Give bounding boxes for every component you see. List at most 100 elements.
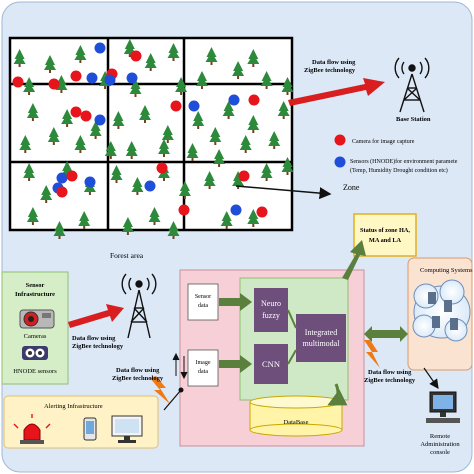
tree-icon [74,45,87,63]
tree-icon [26,207,39,225]
left-flow-label-1: Data flow using [72,335,116,342]
tree-icon [125,141,138,159]
tree-icon [47,127,60,145]
sensor-data-label-2: data [198,303,208,309]
cameras-label: Cameras [24,333,47,340]
zone-status-line-2: MA and LA [369,237,402,244]
tree-icon [167,221,180,239]
base-station-label: Base Station [396,116,431,123]
processing-to-alert-link [163,389,182,411]
camera-dot [12,76,24,88]
camera-icon [19,309,55,329]
tree-icon [232,61,245,79]
sensor-dot [144,180,156,192]
tree-icon [110,165,123,183]
hnode-sensor-icon [22,346,48,360]
integrated-multimodal-module [296,314,346,362]
camera-dot [248,94,260,106]
tree-icons [13,39,294,239]
lower-tower-icon [121,273,157,339]
sensor-data-label-1: Sensor [195,294,211,300]
sensor-dot [126,72,138,84]
mid-flow-label-1: Data flow using [116,367,160,374]
integrated-to-database-arrow [327,383,348,406]
integrated-label-2: multimodal [303,339,341,348]
sensor-dot [188,100,200,112]
camera-dot [48,78,60,90]
tree-icon [220,211,233,229]
tree-icon [78,211,91,229]
sensor-dot [104,74,116,86]
sensor-dot [86,72,98,84]
tree-icon [178,181,191,199]
top-flow-label-2: ZigBee technology [304,67,356,74]
tree-icon [213,149,226,167]
right-lightning-icon [364,340,380,368]
sensor-to-neuro-arrow [219,293,252,311]
neuro-label-1: Neuro [261,299,281,308]
tree-icon [23,77,36,95]
alerting-label: Alerting Infrastructure [44,403,103,410]
transfer-arrows-icon [172,352,188,380]
cnn-to-integrated-link [287,349,297,365]
tree-icon [247,49,260,67]
camera-dot [256,206,268,218]
monitor-icon [111,415,143,443]
tree-icon [281,77,294,95]
camera-dot [80,110,92,122]
hnode-sensors-label: HNODE sensors [13,368,57,375]
neuro-fuzzy-module [254,288,288,332]
camera-dot [66,170,78,182]
remote-label-2: Administration [420,441,460,448]
sensor-infra-title-1: Sensor [26,282,45,289]
tree-icon [123,39,136,57]
mid-flow-label-2: ZigBee technology [112,375,164,382]
sensor-legend-dot [334,156,346,168]
integrated-label-1: Integrated [305,328,337,337]
tree-icon [281,157,294,175]
tree-icon [260,163,273,181]
tree-icon [104,141,117,159]
camera-dot [70,70,82,82]
tree-icon [247,209,260,227]
sensor-dot [84,176,96,188]
tree-icon [203,171,216,189]
sensor-dot [94,42,106,54]
tree-icon [167,43,180,61]
sensor-infra-title-2: Infrastructure [15,291,55,298]
sensor-data-box [187,283,219,321]
camera-dot [238,170,250,182]
tree-icon [196,71,208,89]
device-dots [12,42,268,218]
tree-icon [247,115,260,133]
tree-icon [192,111,205,129]
tree-icon [74,135,87,153]
tree-icon [131,177,144,195]
integrated-to-status-arrow [342,240,366,280]
left-lightning-icon [150,376,170,404]
tree-icon [129,79,142,97]
image-data-box [187,349,219,387]
tree-icon [175,77,188,95]
left-flow-label-2: ZigBee technology [72,343,124,350]
tree-icon [23,163,36,181]
tree-icon [222,101,235,119]
camera-dot [156,162,168,174]
tree-icon [13,49,26,67]
base-station-tower-icon [394,57,430,113]
sensor-dot [56,172,68,184]
database-label: DataBase [284,419,309,426]
camera-dot [178,204,190,216]
right-flow-label-1: Data flow using [368,369,412,376]
tree-icon [186,143,199,161]
tree-icon [148,207,161,225]
sensor-legend-label-2: (Temp, Humidity Drought condition etc) [350,167,448,174]
cnn-label: CNN [262,359,280,369]
tree-icon [40,185,53,203]
zone-status-box [353,213,417,257]
forest-area-label: Forest area [110,251,144,260]
computer-console-icon [426,391,460,423]
tree-icon [19,135,32,153]
